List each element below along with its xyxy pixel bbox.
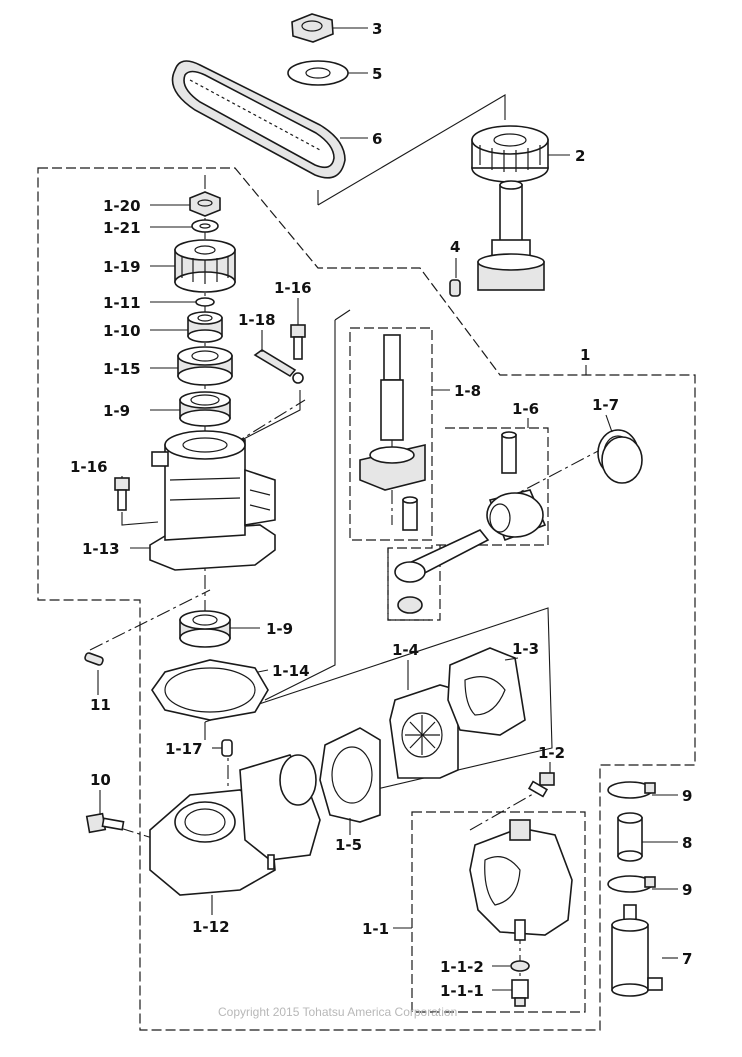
- driveshaft: [477, 180, 545, 291]
- label-1-3: 1-3: [512, 640, 539, 658]
- part-2-pulley: [471, 125, 549, 183]
- part-11-pin: [84, 652, 104, 666]
- part-7-strainer: [611, 904, 663, 997]
- part-1-13-housing: [149, 430, 276, 571]
- label-1-9-upper: 1-9: [103, 402, 130, 420]
- part-1-10-collar: [187, 311, 223, 343]
- part-1-8-crankshaft: [359, 334, 426, 531]
- part-1-1-pump-case: [469, 819, 573, 941]
- part-4-key: [449, 279, 461, 297]
- label-11: 11: [90, 696, 111, 714]
- label-1-8: 1-8: [454, 382, 481, 400]
- part-1-4-plate: [389, 684, 459, 779]
- sub-assembly-1-1-box: [411, 811, 586, 1013]
- part-10-bolt: [85, 812, 125, 834]
- label-1-12: 1-12: [192, 918, 230, 936]
- crank-frame: [264, 309, 351, 701]
- label-1-18: 1-18: [238, 311, 276, 329]
- belt-outline-frame: [317, 94, 506, 206]
- assembly-1-boundary: [37, 167, 696, 1031]
- part-1-21-washer: [191, 219, 219, 233]
- part-8-hose: [617, 812, 643, 862]
- label-1-1: 1-1: [362, 920, 389, 938]
- label-2: 2: [575, 147, 585, 165]
- label-1-17: 1-17: [165, 740, 203, 758]
- label-3: 3: [372, 20, 382, 38]
- copyright-notice: Copyright 2015 Tohatsu America Corporati…: [218, 1005, 457, 1019]
- part-1-11-ring: [195, 297, 215, 307]
- part-1-9-bearing-upper: [179, 391, 231, 427]
- part-1-3-cover-plate: [447, 647, 526, 736]
- label-1-10: 1-10: [103, 322, 141, 340]
- label-1-16-upper: 1-16: [274, 279, 312, 297]
- part-1-20-nut: [189, 191, 221, 217]
- part-1-6-piston-conrod: [394, 431, 547, 614]
- sub-assembly-1-6-box: [387, 427, 549, 621]
- label-7: 7: [682, 950, 692, 968]
- part-1-9-bearing-lower: [179, 610, 231, 648]
- label-1-16-left: 1-16: [70, 458, 108, 476]
- leader-lines: [97, 27, 678, 991]
- part-1-7-rings: [597, 429, 643, 484]
- part-1-2-bolt: [527, 772, 555, 798]
- part-1-1-2-ring: [510, 960, 530, 972]
- part-1-5-gasket: [319, 727, 381, 823]
- label-1-20: 1-20: [103, 197, 141, 215]
- label-9-upper: 9: [682, 787, 692, 805]
- label-4: 4: [450, 238, 460, 256]
- label-1-1-1: 1-1-1: [440, 982, 484, 1000]
- part-1-18-wire: [231, 349, 304, 446]
- label-6: 6: [372, 130, 382, 148]
- label-1-9-lower: 1-9: [266, 620, 293, 638]
- sub-assembly-1-8-box: [349, 327, 433, 541]
- label-1-5: 1-5: [335, 836, 362, 854]
- part-5-washer: [287, 60, 349, 86]
- part-6-timing-belt: [171, 60, 346, 179]
- part-1-12-lower-case: [149, 754, 321, 896]
- label-1-11: 1-11: [103, 294, 141, 312]
- label-1-2: 1-2: [538, 744, 565, 762]
- callout-labels: 3 5 6 2 4 1-20 1-21 1-19 1-11 1-10 1-16 …: [70, 20, 692, 1000]
- label-1-7: 1-7: [592, 396, 619, 414]
- part-1-19-gear: [174, 239, 236, 293]
- part-1-17-dowel: [221, 739, 233, 757]
- label-5: 5: [372, 65, 382, 83]
- label-1-13: 1-13: [82, 540, 120, 558]
- label-1-14: 1-14: [272, 662, 310, 680]
- part-1-16-bolt-upper: [290, 324, 306, 360]
- part-1-15-seal: [177, 346, 233, 386]
- part-9-clip-upper: [607, 781, 656, 799]
- part-1-1-1-nozzle: [511, 979, 529, 1007]
- label-1-1-2: 1-1-2: [440, 958, 484, 976]
- part-1-16-bolt-left: [114, 477, 159, 526]
- part-9-clip-lower: [607, 875, 656, 893]
- label-1-6: 1-6: [512, 400, 539, 418]
- label-1-21: 1-21: [103, 219, 141, 237]
- label-1: 1: [580, 346, 590, 364]
- label-1-4: 1-4: [392, 641, 419, 659]
- label-9-lower: 9: [682, 881, 692, 899]
- label-1-15: 1-15: [103, 360, 141, 378]
- part-1-14-gasket: [151, 659, 269, 721]
- label-1-19: 1-19: [103, 258, 141, 276]
- part-3-nut: [291, 13, 334, 43]
- label-10: 10: [90, 771, 111, 789]
- label-8: 8: [682, 834, 692, 852]
